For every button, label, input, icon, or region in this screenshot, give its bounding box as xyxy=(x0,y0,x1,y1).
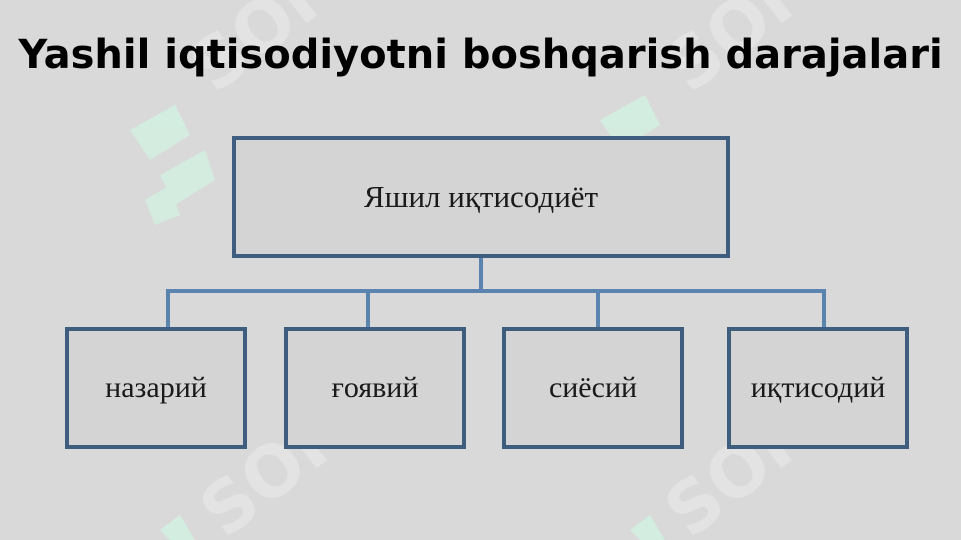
connector-child-4 xyxy=(822,289,826,328)
child-node-ideological: ғоявий xyxy=(284,327,466,449)
slide-title: Yashil iqtisodiyotni boshqarish darajala… xyxy=(18,32,943,78)
child-node-label: назарий xyxy=(105,371,207,404)
child-node-political: сиёсий xyxy=(502,327,684,449)
connector-root-down xyxy=(479,258,483,292)
root-node-label: Яшил иқтисодиёт xyxy=(363,179,599,214)
connector-horizontal-bar xyxy=(166,289,826,293)
child-node-label: иқтисодий xyxy=(750,371,886,404)
child-node-theoretical: назарий xyxy=(65,327,247,449)
child-node-economic: иқтисодий xyxy=(727,327,909,449)
root-node: Яшил иқтисодиёт xyxy=(232,136,730,258)
connector-child-1 xyxy=(166,289,170,328)
child-node-label: ғоявий xyxy=(331,371,419,404)
child-node-label: сиёсий xyxy=(548,371,638,404)
connector-child-3 xyxy=(596,289,600,328)
connector-child-2 xyxy=(366,289,370,328)
